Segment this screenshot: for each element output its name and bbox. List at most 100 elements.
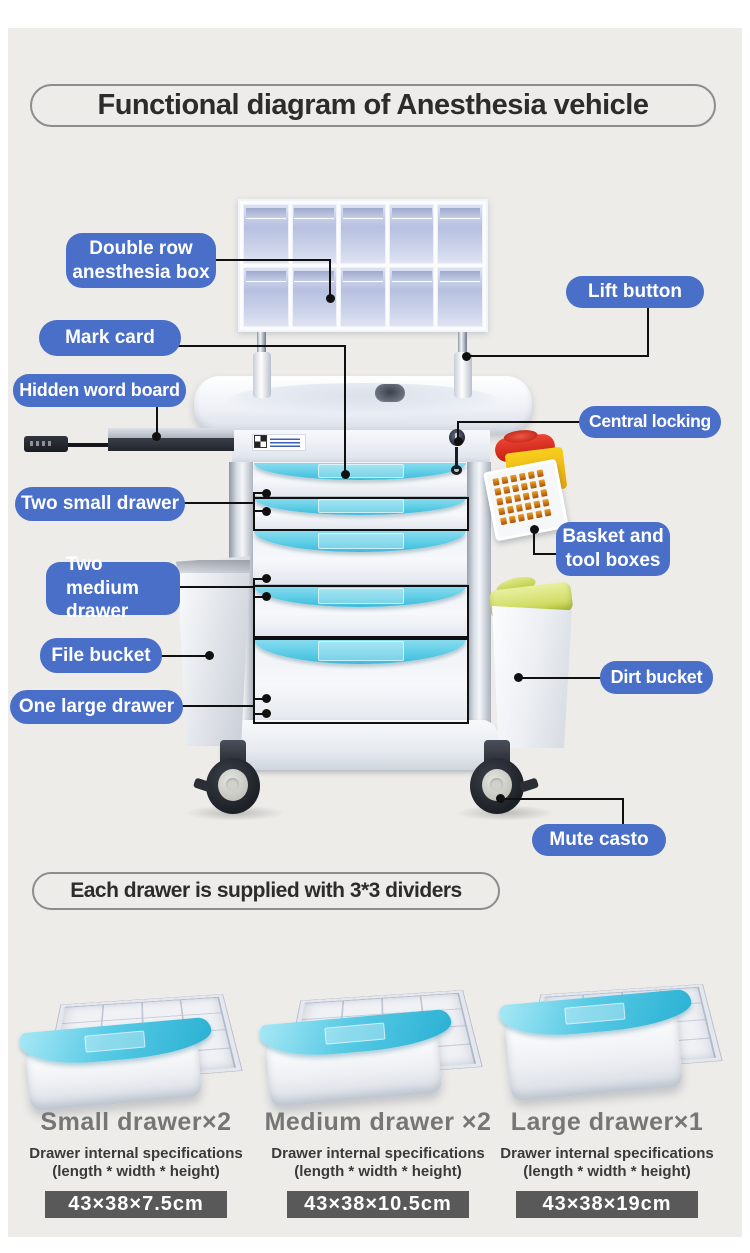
hanging-key-icon [451, 447, 462, 475]
drawer-handle [84, 1030, 146, 1053]
pointer-dot [514, 673, 523, 682]
label-text: Mark card [65, 327, 155, 349]
qr-code-icon [254, 435, 267, 448]
caster-front-left [192, 740, 262, 818]
callout-line [329, 259, 331, 299]
label-dirt-bucket: Dirt bucket [600, 661, 713, 694]
pointer-dot [341, 470, 350, 479]
drawer-name: Large drawer×1 [510, 1108, 704, 1136]
callout-line [158, 655, 210, 657]
pointer-dot [454, 437, 463, 446]
spec-line-2: (length * width * height) [523, 1163, 691, 1180]
basket-hole [496, 497, 504, 506]
label-lift-button: Lift button [566, 276, 704, 308]
basket-hole [517, 513, 525, 522]
board-end-clamp [24, 436, 68, 452]
callout-line [216, 259, 330, 261]
label-text: File bucket [51, 644, 151, 666]
label-two-medium-drawer: Two medium drawer [46, 554, 180, 622]
basket-hole [522, 492, 530, 501]
pointer-dot [262, 489, 271, 498]
pointer-dot [262, 709, 271, 718]
basket-hole [540, 488, 548, 497]
label-text: Dirt bucket [610, 667, 703, 688]
basket-hole [501, 476, 509, 485]
label-double-row-anesthesia-box: Double row anesthesia box [66, 233, 216, 288]
board-slide-rail [60, 443, 120, 447]
spec-line-2: (length * width * height) [52, 1163, 220, 1180]
label-one-large-drawer: One large drawer [10, 690, 183, 724]
section2-title: Each drawer is supplied with 3*3 divider… [70, 879, 462, 902]
highlight-rect-large-drawer [253, 638, 469, 724]
basket-hole [508, 515, 517, 524]
drawer-strip [254, 586, 466, 607]
drawer-stack [253, 462, 467, 724]
drawer-handle [324, 1022, 386, 1045]
basket-hole [527, 471, 535, 480]
pointer-dot [262, 694, 271, 703]
side-basket [483, 458, 569, 542]
basket-hole [498, 507, 506, 516]
callout-line [178, 586, 255, 588]
basket-hole [494, 487, 502, 496]
drawer-medium-2 [253, 585, 467, 638]
pointer-dot [326, 294, 335, 303]
label-text: Basket and [562, 526, 664, 548]
basket-hole [535, 510, 543, 519]
pointer-dot [262, 592, 271, 601]
drawer-handle [317, 499, 405, 514]
drawer-small-2 [253, 497, 467, 530]
pointer-dot [262, 507, 271, 516]
label-text: drawer [66, 601, 129, 623]
basket-hole [518, 472, 527, 481]
basket-hole [538, 479, 546, 488]
basket-hole [542, 498, 550, 507]
anesthesia-bin [437, 204, 483, 264]
label-text: Central locking [589, 411, 711, 432]
drawer-strip [254, 531, 466, 552]
basket-hole [524, 502, 532, 511]
label-hidden-word-board: Hidden word board [13, 374, 186, 407]
label-two-small-drawer: Two small drawer [15, 487, 185, 521]
callout-line [253, 492, 255, 513]
callout-line [253, 713, 266, 715]
label-text: Double row [89, 237, 193, 259]
drawer-name: Medium drawer ×2 [264, 1108, 492, 1136]
pointer-dot [262, 574, 271, 583]
callout-line [533, 529, 535, 555]
highlight-rect-medium-drawer [253, 585, 469, 638]
basket-hole [531, 490, 539, 499]
product-drawer-large [496, 918, 728, 1102]
basket-hole [503, 485, 511, 494]
basket-hole [533, 500, 541, 509]
section2-title-pill: Each drawer is supplied with 3*3 divider… [32, 872, 500, 910]
product-drawer-medium [256, 924, 488, 1108]
spec-column-small: Small drawer×2 Drawer internal specifica… [20, 1108, 252, 1218]
callout-line [183, 502, 255, 504]
callout-line [344, 345, 346, 475]
basket-hole [544, 508, 552, 517]
label-text: Lift button [588, 281, 682, 303]
label-text: Hidden word board [19, 380, 180, 401]
label-text: Two medium [66, 553, 139, 599]
cart-worktop-tray [194, 376, 532, 434]
basket-hole [515, 503, 523, 512]
drawer-large-1 [253, 638, 467, 724]
spec-line-1: Drawer internal specifications [271, 1145, 485, 1162]
file-bucket [176, 556, 250, 746]
drawer-name: Small drawer×2 [40, 1108, 232, 1136]
drawer-small-1 [253, 462, 467, 497]
cart-rail-right [466, 462, 491, 724]
anesthesia-box-unit [238, 199, 488, 332]
basket-hole [492, 477, 500, 486]
basket-hole [536, 469, 544, 478]
basket-hole [510, 474, 518, 483]
caster-hub [218, 769, 248, 801]
anesthesia-bin [291, 204, 338, 264]
callout-line [253, 698, 255, 716]
label-central-locking: Central locking [579, 406, 721, 438]
callout-line [622, 798, 624, 826]
basket-hole [526, 511, 534, 521]
label-mark-card: Mark card [39, 320, 181, 356]
callout-line [458, 421, 580, 423]
